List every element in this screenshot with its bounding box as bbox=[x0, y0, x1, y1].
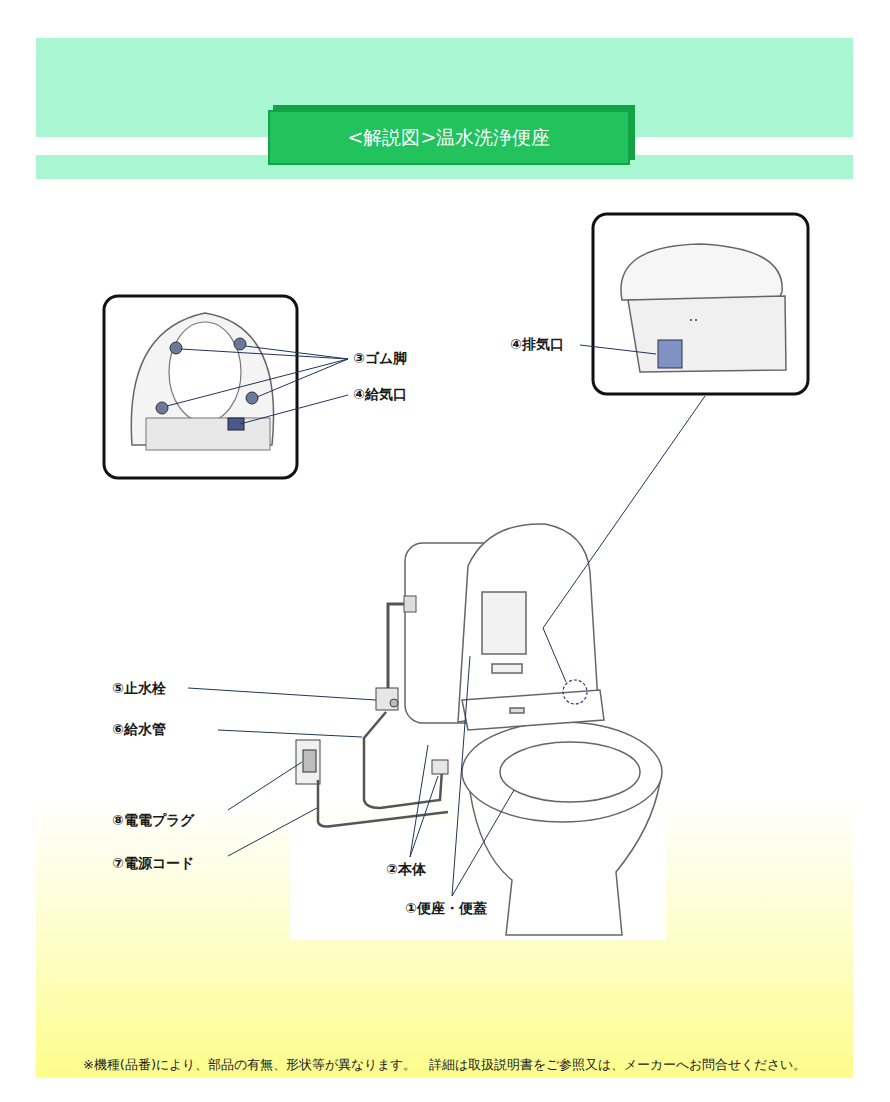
rubber-foot bbox=[234, 338, 246, 350]
lid-panel bbox=[492, 664, 522, 673]
valve-knob bbox=[390, 699, 398, 707]
part-label: ⑧電電プラグ bbox=[112, 812, 194, 830]
seat-body-side bbox=[628, 296, 786, 372]
wall-outlet bbox=[296, 740, 320, 784]
part-label: ④排気口 bbox=[510, 336, 564, 354]
part-label: ③ゴム脚 bbox=[353, 350, 407, 368]
leader-line bbox=[240, 395, 348, 424]
rubber-foot bbox=[170, 342, 182, 354]
part-label: ⑦電源コード bbox=[112, 855, 194, 873]
leader-line bbox=[167, 359, 348, 406]
footer-ground bbox=[36, 800, 853, 1078]
part-label: ⑤止水栓 bbox=[112, 680, 166, 698]
leader-line bbox=[218, 730, 362, 737]
toilet-drawing bbox=[405, 524, 662, 935]
leader-line bbox=[543, 396, 705, 682]
leader-line bbox=[410, 745, 428, 857]
inset-frame bbox=[104, 296, 297, 478]
leader-line bbox=[452, 656, 470, 896]
lid-panel bbox=[482, 592, 526, 654]
leader-line bbox=[245, 346, 348, 359]
seat-unit bbox=[146, 418, 270, 450]
seat-ring bbox=[462, 722, 662, 822]
title: <解説図>温水洗浄便座 bbox=[348, 125, 551, 151]
part-label: ②本体 bbox=[386, 861, 426, 879]
inset-frame bbox=[593, 214, 808, 394]
stop-valve bbox=[376, 688, 398, 710]
title-band: <解説図>温水洗浄便座 bbox=[268, 110, 630, 165]
closed-lid bbox=[621, 244, 782, 300]
seat-opening bbox=[169, 322, 241, 422]
part-label: ①便座・便蓋 bbox=[405, 900, 487, 918]
side-inset bbox=[593, 214, 808, 394]
leader-line bbox=[181, 349, 348, 359]
vent-marker bbox=[563, 680, 587, 704]
leader-lines bbox=[167, 345, 705, 896]
exhaust-vent bbox=[658, 340, 682, 368]
supply-hose bbox=[364, 712, 442, 808]
body-inlet bbox=[432, 760, 448, 774]
leader-line bbox=[452, 790, 514, 896]
indicator-dots bbox=[690, 319, 700, 321]
leader-line bbox=[410, 776, 438, 857]
plug bbox=[303, 750, 316, 772]
part-label: ④給気口 bbox=[353, 386, 407, 404]
rubber-foot bbox=[246, 392, 258, 404]
underside-inset bbox=[104, 296, 297, 478]
wall-pipe bbox=[388, 604, 410, 690]
leader-line bbox=[580, 345, 656, 354]
leader-line bbox=[188, 688, 376, 700]
part-label: ⑥給水管 bbox=[112, 721, 166, 739]
leader-line bbox=[257, 359, 348, 397]
leader-line bbox=[228, 808, 317, 856]
bowl-opening bbox=[500, 742, 640, 802]
leader-line bbox=[228, 762, 302, 810]
wall-fitting bbox=[404, 596, 416, 612]
water-supply bbox=[364, 604, 442, 808]
rubber-foot bbox=[156, 402, 168, 414]
control-unit bbox=[462, 690, 604, 730]
control-mark bbox=[510, 708, 524, 713]
footnote: ※機種(品番)により、部品の有無、形状等が異なります。 詳細は取扱説明書をご参照… bbox=[36, 1056, 853, 1074]
